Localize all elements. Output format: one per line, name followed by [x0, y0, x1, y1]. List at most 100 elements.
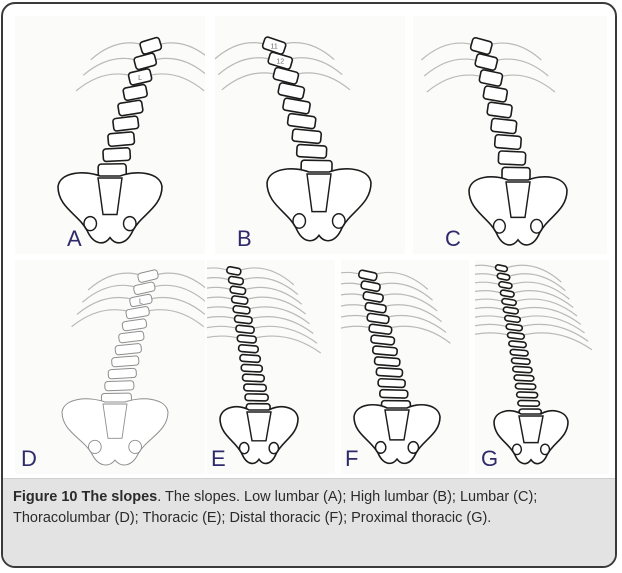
- pelvis-outline: [62, 399, 168, 465]
- vertebra: [238, 345, 258, 353]
- vertebra: [498, 281, 512, 289]
- pelvis-outline: [469, 177, 567, 245]
- rib: [515, 308, 581, 325]
- vertebra: [507, 332, 524, 339]
- vertebra: [115, 343, 142, 355]
- vertebra: [500, 290, 515, 298]
- vertebra: [497, 273, 510, 281]
- panel-letter-e: E: [211, 448, 226, 470]
- pelvis-outline: [267, 169, 371, 241]
- vertebra: [513, 366, 533, 373]
- vertebra: [230, 286, 246, 295]
- vertebra: [517, 392, 538, 398]
- vertebra: [511, 358, 530, 365]
- vertebra: [509, 341, 527, 348]
- vertebra: [367, 313, 389, 324]
- vertebra: [122, 319, 147, 332]
- vertebra: [292, 129, 322, 144]
- vertebra: [297, 144, 327, 158]
- vertebra: [133, 53, 157, 71]
- vertebra: [278, 82, 305, 99]
- vertebra: [483, 86, 508, 103]
- vertebra: [503, 307, 519, 315]
- vertebra: [479, 69, 503, 86]
- rib-cage: [475, 265, 592, 349]
- vertebra: [515, 383, 536, 389]
- rib: [517, 316, 585, 333]
- vertebra: [378, 379, 405, 388]
- caption-label: Figure 10: [13, 489, 82, 505]
- spine-illustration-g: [475, 260, 609, 474]
- spine-illustration-b: 11 12: [215, 16, 405, 254]
- spine-illustration-d: L: [15, 260, 205, 474]
- spine-illustration-f: [341, 260, 469, 474]
- rib: [149, 58, 205, 75]
- panel-e: E: [207, 260, 335, 474]
- panel-g: G: [475, 260, 609, 474]
- vertebra: [358, 270, 377, 281]
- figure-caption: Figure 10 The slopes. The slopes. Low lu…: [3, 478, 615, 566]
- pelvis: [62, 399, 168, 465]
- rib: [421, 43, 477, 60]
- rib: [509, 282, 569, 299]
- vertebra: [244, 384, 267, 391]
- vertebra: [365, 302, 387, 313]
- vertebra: [105, 381, 134, 391]
- rib: [513, 299, 577, 316]
- vertebra: [113, 116, 139, 132]
- vertebra: [494, 135, 521, 150]
- vertebra: [495, 264, 508, 272]
- spine-illustration-a: L: [15, 16, 205, 254]
- vertebra: [371, 335, 395, 345]
- pelvis: [267, 169, 371, 241]
- vertebra: [373, 346, 398, 356]
- panel-letter-a: A: [67, 228, 82, 250]
- vertebra: [236, 325, 255, 334]
- vertebra-label: 11: [271, 44, 278, 51]
- vertebra: [234, 315, 252, 324]
- rib: [238, 268, 294, 285]
- panel-letter-g: G: [481, 448, 498, 470]
- vertebra: [241, 364, 262, 372]
- vertebra: [118, 331, 144, 343]
- pelvis: [469, 177, 567, 245]
- vertebra: [139, 37, 162, 55]
- spine-illustration-c: [413, 16, 607, 254]
- vertebra: [240, 354, 261, 362]
- vertebra: [237, 335, 256, 343]
- vertebra: [506, 324, 523, 331]
- vertebra: [123, 84, 148, 101]
- vertebra: [126, 306, 150, 319]
- rib: [505, 265, 561, 282]
- vertebra: [228, 276, 244, 285]
- rib: [144, 74, 204, 91]
- vertebra: [380, 390, 408, 398]
- vertebra: [137, 269, 159, 283]
- rib: [475, 333, 512, 350]
- caption-title: The slopes: [82, 489, 158, 505]
- panel-d: L D: [15, 260, 205, 474]
- vertebra: [245, 394, 268, 401]
- rib: [240, 278, 298, 295]
- vertebra: [369, 324, 392, 335]
- vertebra: [282, 98, 310, 114]
- panel-b: 1112 B: [215, 16, 405, 254]
- vertebra: [374, 357, 400, 367]
- vertebra: [111, 356, 139, 367]
- rib-cage: [341, 272, 450, 343]
- vertebra: [501, 298, 516, 306]
- vertebra-label: L: [138, 75, 142, 82]
- vertebra: [133, 282, 155, 295]
- vertebra: [475, 53, 498, 71]
- rib: [427, 75, 487, 92]
- vertebra-label: 12: [276, 59, 284, 66]
- vertebra: [491, 118, 517, 134]
- pelvis-outline: [494, 411, 568, 464]
- vertebra: [108, 368, 136, 379]
- rib-cage: [207, 268, 321, 353]
- rib: [507, 274, 565, 291]
- vertebra: [118, 100, 144, 116]
- panel-letter-c: C: [445, 228, 461, 250]
- pelvis-outline: [220, 407, 298, 464]
- vertebra: [363, 291, 384, 302]
